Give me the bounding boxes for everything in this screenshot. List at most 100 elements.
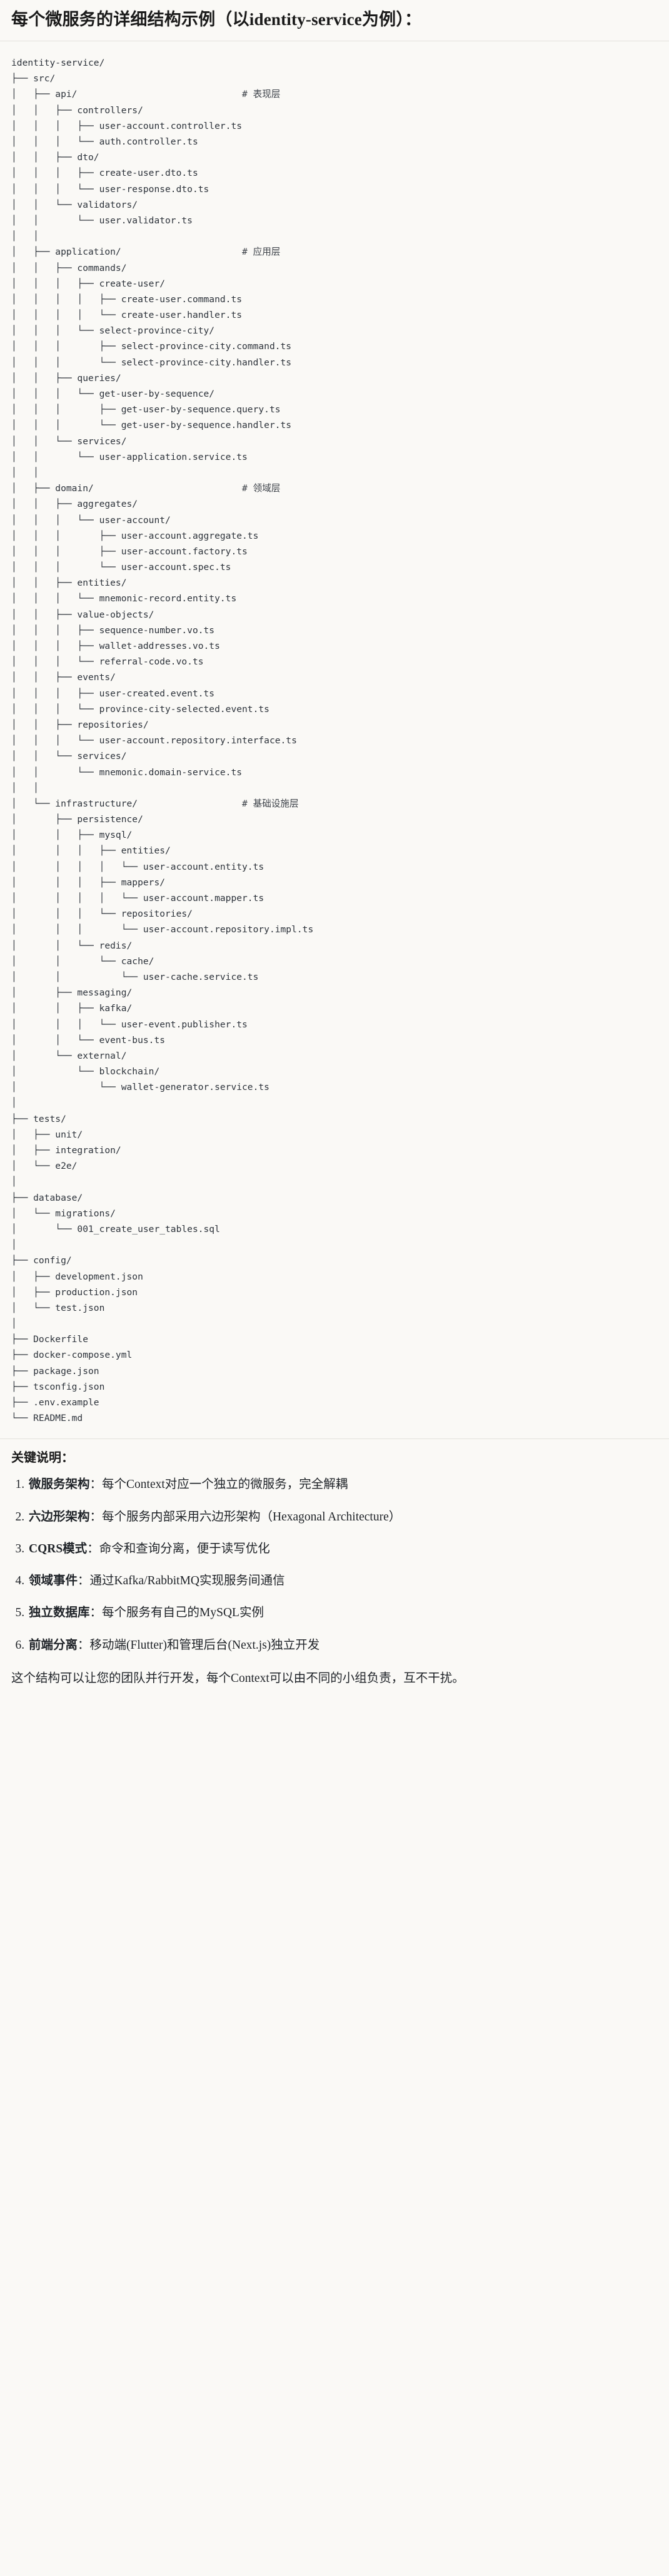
tree-line: │ │ │ ├── select-province-city.command.t… [11, 341, 292, 352]
tree-line: │ ├── integration/ [11, 1145, 121, 1156]
tree-line: ├── .env.example [11, 1397, 99, 1408]
tree-line: │ └── e2e/ [11, 1161, 78, 1172]
page-title: 每个微服务的详细结构示例（以identity-service为例）： [0, 0, 669, 42]
tree-line: │ │ [11, 782, 39, 793]
key-point-term: 前端分离 [29, 1638, 78, 1652]
key-point-description: 通过Kafka/RabbitMQ实现服务间通信 [89, 1574, 285, 1588]
tree-line: │ │ │ ├── user-account.aggregate.ts [11, 530, 259, 541]
tree-line: │ │ └── services/ [11, 751, 127, 762]
tree-line: │ │ │ └── get-user-by-sequence.handler.t… [11, 420, 292, 431]
tree-line: │ └── infrastructure/ # 基础设施层 [11, 796, 658, 812]
tree-line: └── README.md [11, 1413, 83, 1424]
tree-line: │ [11, 1176, 17, 1188]
tree-line: │ │ │ ├── get-user-by-sequence.query.ts [11, 404, 281, 415]
tree-line: │ │ │ ├── user-account.factory.ts [11, 546, 248, 557]
key-points-title: 关键说明： [11, 1451, 74, 1465]
tree-line: │ │ ├── events/ [11, 672, 116, 683]
key-point-item: 微服务架构：每个Context对应一个独立的微服务，完全解耦 [28, 1475, 658, 1494]
tree-line: │ │ └── services/ [11, 435, 127, 447]
tree-line: │ │ │ ├── wallet-addresses.vo.ts [11, 641, 220, 652]
tree-line: │ ├── unit/ [11, 1129, 83, 1140]
tree-line: │ │ │ └── user-account/ [11, 514, 171, 526]
tree-line: │ │ │ └── repositories/ [11, 909, 193, 920]
tree-line: │ │ │ └── referral-code.vo.ts [11, 656, 204, 668]
tree-line-path: │ ├── application/ [11, 247, 243, 258]
key-point-item: CQRS模式：命令和查询分离，便于读写优化 [28, 1540, 658, 1558]
key-point-item: 前端分离：移动端(Flutter)和管理后台(Next.js)独立开发 [28, 1636, 658, 1654]
tree-line: │ │ ├── value-objects/ [11, 609, 154, 620]
tree-line: │ │ │ │ └── user-account.entity.ts [11, 861, 264, 872]
tree-line: │ │ ├── queries/ [11, 372, 121, 384]
key-point-description: 每个服务内部采用六边形架构（Hexagonal Architecture） [102, 1510, 401, 1524]
tree-line: │ │ ├── controllers/ [11, 104, 143, 116]
tree-line: ├── package.json [11, 1365, 99, 1377]
tree-line: ├── config/ [11, 1255, 72, 1266]
tree-line-comment: # 基础设施层 [242, 798, 299, 809]
key-point-separator: ： [89, 1478, 103, 1492]
tree-line: │ │ ├── entities/ [11, 578, 127, 589]
tree-line: │ │ ├── repositories/ [11, 719, 149, 730]
tree-line: │ │ ├── commands/ [11, 262, 127, 273]
tree-line-path: │ └── infrastructure/ [11, 798, 243, 809]
key-point-term: 六边形架构 [29, 1510, 90, 1524]
tree-line: │ │ │ ├── user-account.controller.ts [11, 120, 243, 131]
tree-line: │ │ ├── aggregates/ [11, 499, 138, 510]
tree-line: │ │ │ └── select-province-city/ [11, 325, 215, 337]
tree-line: │ │ └── user.validator.ts [11, 215, 193, 226]
tree-line: │ │ │ └── user-event.publisher.ts [11, 1019, 248, 1030]
key-point-term: 独立数据库 [29, 1606, 90, 1620]
tree-line: │ └── blockchain/ [11, 1066, 160, 1077]
tree-line: │ ├── application/ # 应用层 [11, 244, 658, 260]
tree-line: ├── src/ [11, 73, 56, 84]
tree-line: │ └── migrations/ [11, 1208, 116, 1219]
key-point-separator: ： [78, 1574, 90, 1588]
tree-line: │ [11, 1240, 17, 1251]
tree-line: │ │ └── mnemonic.domain-service.ts [11, 766, 243, 778]
tree-line: ├── tests/ [11, 1113, 66, 1124]
tree-line-path: │ ├── domain/ [11, 483, 243, 494]
key-point-separator: ： [87, 1542, 99, 1555]
tree-line: │ ├── api/ # 表现层 [11, 86, 658, 102]
tree-line: │ ├── messaging/ [11, 987, 133, 999]
tree-line-comment: # 领域层 [242, 483, 281, 494]
tree-line: │ │ │ ├── entities/ [11, 845, 171, 857]
tree-line: │ [11, 1097, 17, 1109]
tree-line: │ └── external/ [11, 1050, 127, 1061]
closing-paragraph: 这个结构可以让您的团队并行开发，每个Context可以由不同的小组负责，互不干扰… [11, 1671, 465, 1685]
tree-line: │ │ [11, 467, 39, 478]
tree-line: ├── Dockerfile [11, 1334, 89, 1345]
tree-line: │ │ │ └── select-province-city.handler.t… [11, 357, 292, 368]
key-point-description: 每个Context对应一个独立的微服务，完全解耦 [102, 1478, 348, 1492]
tree-line: │ │ ├── kafka/ [11, 1003, 133, 1014]
tree-line: │ │ │ │ └── user-account.mapper.ts [11, 893, 264, 904]
tree-line: │ ├── production.json [11, 1286, 138, 1298]
tree-line: ├── docker-compose.yml [11, 1350, 133, 1361]
key-point-description: 每个服务有自己的MySQL实例 [102, 1606, 264, 1620]
tree-line: │ │ │ ├── user-created.event.ts [11, 688, 215, 699]
tree-line: │ │ │ └── user-account.repository.interf… [11, 735, 297, 746]
tree-line: │ ├── persistence/ [11, 814, 143, 825]
tree-line-comment: # 应用层 [242, 247, 281, 258]
tree-line: │ │ │ └── user-account.spec.ts [11, 562, 231, 573]
tree-line: │ │ │ │ ├── create-user.command.ts [11, 293, 243, 305]
tree-line: │ │ │ ├── create-user/ [11, 278, 166, 289]
tree-line: │ │ │ │ └── create-user.handler.ts [11, 310, 243, 321]
tree-line: │ │ │ └── province-city-selected.event.t… [11, 703, 269, 715]
directory-tree: identity-service/ ├── src/ │ ├── api/ # 表现… [11, 55, 658, 1426]
tree-line: │ ├── development.json [11, 1271, 143, 1282]
key-points-list: 微服务架构：每个Context对应一个独立的微服务，完全解耦六边形架构 ： 每个服务… [11, 1475, 658, 1654]
tree-line: │ └── wallet-generator.service.ts [11, 1082, 269, 1093]
tree-line: │ │ └── event-bus.ts [11, 1034, 166, 1046]
tree-line: │ │ └── redis/ [11, 940, 133, 951]
tree-line: │ │ │ └── mnemonic-record.entity.ts [11, 593, 237, 604]
tree-line: │ │ │ ├── mappers/ [11, 877, 166, 888]
tree-line: │ │ │ └── user-account.repository.impl.t… [11, 924, 314, 935]
tree-line: │ ├── domain/ # 领域层 [11, 481, 658, 496]
tree-line: │ │ └── validators/ [11, 199, 138, 210]
tree-line: │ │ ├── dto/ [11, 152, 99, 163]
tree-line: │ └── test.json [11, 1302, 105, 1313]
tree-line: identity-service/ [11, 58, 105, 69]
key-point-term: CQRS模式 [29, 1542, 88, 1555]
tree-line: │ │ │ ├── sequence-number.vo.ts [11, 624, 215, 636]
tree-line: │ └── 001_create_user_tables.sql [11, 1223, 220, 1235]
